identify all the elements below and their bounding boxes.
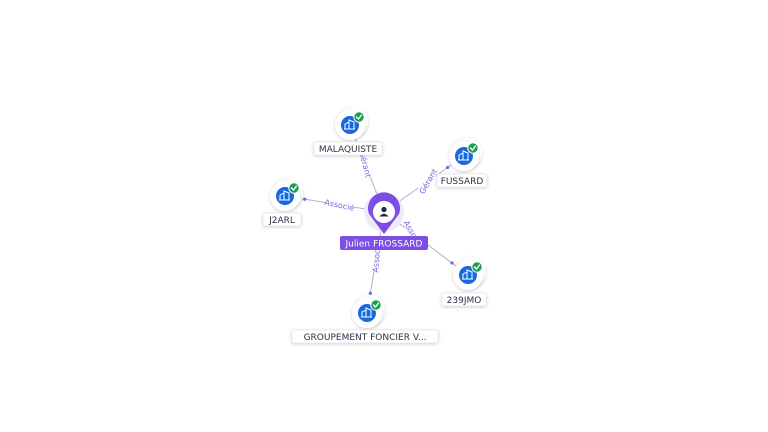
edge-label: Associé: [324, 197, 356, 213]
edge-label: Gérant: [417, 167, 439, 196]
company-label-bg: [262, 212, 302, 227]
company-node-j2arl[interactable]: J2ARL: [262, 178, 303, 227]
edge-arrow: [446, 165, 450, 170]
building-icon: [344, 119, 355, 130]
verified-check-icon: [467, 142, 479, 154]
company-label-text: J2ARL: [268, 216, 295, 226]
edge-arrow: [450, 261, 454, 265]
company-node-239jmo[interactable]: 239JMO: [441, 257, 487, 307]
company-label: MALAQUISTE: [313, 141, 383, 156]
company-label: GROUPEMENT FONCIER V...: [291, 329, 439, 344]
edge-label-bg: [357, 149, 374, 179]
verified-check-icon: [353, 111, 365, 123]
company-label-text: 239JMO: [447, 296, 482, 306]
company-label: 239JMO: [441, 292, 487, 307]
edge-label-bg: [324, 196, 355, 212]
building-icon: [462, 269, 473, 280]
building-icon: [458, 150, 469, 161]
company-label-bg: [436, 173, 488, 188]
center-label-text: Julien FROSSARD: [345, 240, 423, 250]
nodes-layer: MALAQUISTE FUSSARD J2ARL 239JMO GROUPEMENT F…: [262, 107, 488, 344]
company-node-groupement[interactable]: GROUPEMENT FONCIER V...: [291, 295, 439, 344]
company-label-bg: [291, 329, 439, 344]
company-label-text: MALAQUISTE: [319, 145, 378, 155]
center-label: Julien FROSSARD: [340, 236, 428, 250]
edge-label-bg: [416, 166, 439, 196]
company-label-text: GROUPEMENT FONCIER V...: [304, 333, 427, 343]
edge-label-bg: [370, 243, 382, 272]
edge-arrow: [303, 197, 307, 201]
company-label-bg: [313, 141, 383, 156]
verified-check-icon: [370, 299, 382, 311]
verified-check-icon: [288, 182, 300, 194]
company-label-text: FUSSARD: [441, 177, 484, 187]
person-icon: [379, 206, 389, 217]
company-label: J2ARL: [262, 212, 302, 227]
building-icon: [361, 307, 372, 318]
building-icon: [279, 190, 290, 201]
center-label-bg: [340, 236, 428, 250]
company-label-bg: [441, 292, 487, 307]
company-node-malaquiste[interactable]: MALAQUISTE: [313, 107, 383, 156]
edge-arrow: [368, 291, 372, 295]
center-node[interactable]: Julien FROSSARD: [340, 192, 428, 250]
company-node-fussard[interactable]: FUSSARD: [436, 138, 488, 188]
verified-check-icon: [471, 261, 483, 273]
company-label: FUSSARD: [436, 173, 488, 188]
